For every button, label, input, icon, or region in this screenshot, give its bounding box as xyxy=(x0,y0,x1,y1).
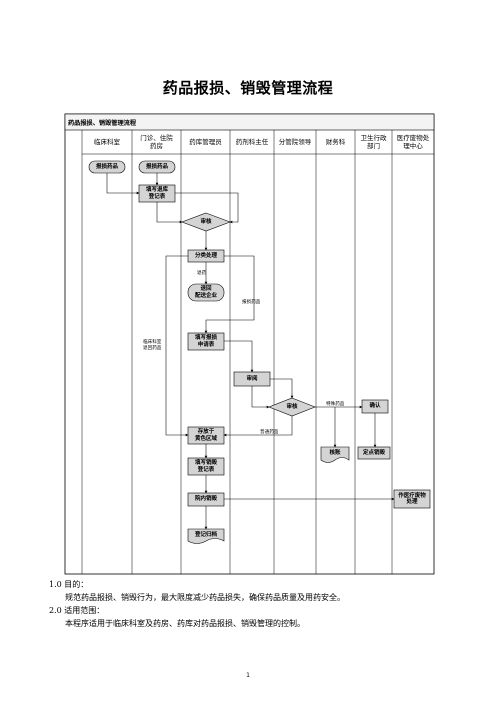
lane-header-clinic: 临床科室 xyxy=(94,138,120,146)
approve-label: 审阅 xyxy=(246,375,258,382)
lane-header-director: 药剂科主任 xyxy=(235,138,269,146)
waste-center-label: 作医疗废物 处理 xyxy=(398,492,426,506)
pool-label: 药品报损、销毁管理流程 xyxy=(68,120,137,127)
section1-body: 规范药品报损、销毁行为，最大限度减少药品损失，确保药品质量及用药安全。 xyxy=(65,593,345,602)
edge-review2-to-store xyxy=(223,416,293,437)
pool-header xyxy=(64,113,435,131)
review2-label: 审核 xyxy=(286,403,298,410)
lane-header-pharmacy: 门诊、住院 药房 xyxy=(140,134,173,150)
report-pharmacy-label: 报损药品 xyxy=(145,163,168,170)
section2-body: 本程序适用于临床科室及药房、药库对药品报损、销毁管理的控制。 xyxy=(65,619,305,628)
lane-header-waste-center: 医疗废物处 理中心 xyxy=(396,134,430,150)
classify-label: 分类处理 xyxy=(194,252,217,259)
lane-header-health-admin: 卫生行政 部门 xyxy=(360,134,387,150)
edge-label-normal: 普通药品 xyxy=(260,430,279,435)
edge-approve-to-review2 xyxy=(251,386,270,409)
fill-register-label: 填写退库 登记表 xyxy=(145,187,168,200)
store-yellow-label: 存放于 黄色区域 xyxy=(194,429,217,442)
return-supplier-label: 退回 配送企业 xyxy=(194,286,217,299)
designated-destroy-label: 定点销毁 xyxy=(362,449,385,456)
review1-label: 审核 xyxy=(200,218,212,225)
writeoff-label: 核账 xyxy=(329,449,341,456)
edge-classify-to-report xyxy=(204,255,255,334)
archive-label: 登记归档 xyxy=(194,531,217,538)
confirm-label: 确认 xyxy=(369,403,381,410)
section2-heading: 2.0 适用范围： xyxy=(49,606,105,615)
edge-label-damaged: 报损药品 xyxy=(242,300,261,305)
lane-header-leader: 分管院领导 xyxy=(278,138,312,146)
edge-clinic-to-register xyxy=(106,173,140,195)
inhouse-destroy-label: 院内销毁 xyxy=(194,496,217,503)
archive-node xyxy=(187,528,225,544)
edge-register-to-review1 xyxy=(156,202,183,224)
edge-classify-to-store xyxy=(165,255,189,437)
edge-review2-loop xyxy=(270,378,294,399)
edge-label-clinic-lapsed: 临床科室 退回药品 xyxy=(143,340,162,351)
fill-report-label: 填写报损 申请表 xyxy=(194,335,217,348)
page-title: 药品报损、销毁管理流程 xyxy=(162,79,334,97)
fill-destroy-label: 填写销毁 登记表 xyxy=(194,460,217,473)
writeoff-node xyxy=(320,446,350,463)
edge-report-to-approve xyxy=(224,340,254,373)
page-number: 1 xyxy=(246,672,250,679)
edge-label-special: 特殊药品 xyxy=(326,402,345,407)
report-clinic-label: 报损药品 xyxy=(95,163,118,170)
pool-frame xyxy=(64,113,435,575)
edge-review1-loop xyxy=(175,192,239,224)
lane-header-finance: 财务科 xyxy=(325,138,346,146)
edge-label-returnable: 退药 xyxy=(197,271,207,276)
lane-header-warehouse: 药库管理员 xyxy=(189,138,222,146)
section1-heading: 1.0 目的： xyxy=(49,580,89,589)
